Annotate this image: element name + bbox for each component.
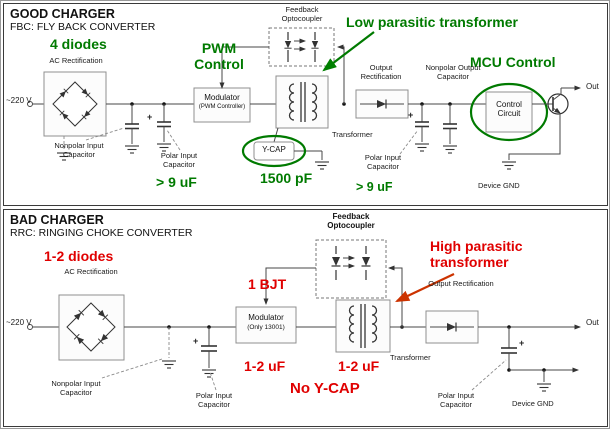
transformer-symbol <box>275 75 329 129</box>
low-parasitic-arrow <box>322 31 375 72</box>
modulator-sublabel-bad: (Only 13001) <box>247 324 285 331</box>
good-panel-subtitle: FBC: FLY BACK CONVERTER <box>10 21 156 33</box>
polar-input-cap-label-bad: Polar Input Capacitor <box>195 391 233 409</box>
mcu-highlight-ellipse <box>469 82 549 142</box>
annotation-input-cap-value-good: > 9 uF <box>156 174 197 190</box>
annotation-output-cap-value-bad: 1-2 uF <box>338 358 380 374</box>
device-gnd-label-bad: Device GND <box>512 399 554 408</box>
output-capacitor: + <box>471 325 579 392</box>
annotation-mcu-control: MCU Control <box>470 54 556 70</box>
transformer-label-bad: Transformer <box>390 353 431 362</box>
input-terminal <box>27 324 59 330</box>
input-capacitors: + <box>85 102 181 154</box>
good-circuit-diagram: + <box>27 27 581 170</box>
annotation-diode-count-bad: 1-2 diodes <box>44 248 114 264</box>
modulator-label-bad: Modulator <box>248 313 284 322</box>
output-transistor <box>501 85 581 170</box>
y-cap-symbol <box>253 127 330 170</box>
bridge-rectifier <box>43 71 107 161</box>
annotation-pwm-control: PWM Control <box>194 40 244 73</box>
out-label-bad: Out <box>586 318 599 327</box>
annotation-bjt: 1 BJT <box>248 276 287 292</box>
feedback-optocoupler-label-bad: Feedback Optocoupler <box>327 212 375 231</box>
annotation-ycap-value: 1500 pF <box>260 170 313 186</box>
annotation-low-parasitic-transformer: Low parasitic transformer <box>346 14 518 30</box>
modulator-sublabel-good: (PWM Controller) <box>198 104 246 110</box>
transformer-label-good: Transformer <box>332 130 373 139</box>
input-terminal <box>27 101 44 107</box>
polar-output-cap-label-good: Polar Input Capacitor <box>364 153 402 171</box>
bad-panel-subtitle: RRC: RINGING CHOKE CONVERTER <box>10 227 193 239</box>
annotation-diode-count-good: 4 diodes <box>50 36 107 52</box>
modulator-label-good: Modulator <box>204 93 240 102</box>
polar-output-cap-label-bad: Polar Input Capacitor <box>437 391 475 409</box>
bridge-rectifier <box>58 294 125 361</box>
polarity-plus: + <box>408 110 413 120</box>
output-rectifier-symbol <box>355 89 409 119</box>
output-rectifier-symbol <box>425 310 479 344</box>
modulator-box <box>235 306 297 344</box>
good-charger-panel: + <box>3 3 608 206</box>
bad-panel-title: BAD CHARGER <box>10 213 104 227</box>
high-parasitic-arrow <box>395 273 455 302</box>
feedback-wiring <box>219 44 346 106</box>
polarity-plus: + <box>147 112 152 122</box>
ycap-label: Y-CAP <box>262 145 286 154</box>
annotation-high-parasitic-transformer: High parasitic transformer <box>430 238 523 271</box>
input-voltage-label-good: ~220 V <box>6 96 32 105</box>
ac-rectification-label-bad: AC Rectification <box>64 267 118 276</box>
bad-circuit-diagram: + <box>27 239 581 392</box>
annotation-output-cap-value-good: > 9 uF <box>356 180 393 194</box>
ycap-highlight-ellipse <box>241 134 307 168</box>
feedback-optocoupler-label-good: Feedback Optocoupler <box>281 5 323 23</box>
transformer-symbol <box>335 299 391 353</box>
annotation-no-ycap: No Y-CAP <box>290 380 360 397</box>
feedback-optocoupler-symbol <box>268 27 335 67</box>
good-panel-title: GOOD CHARGER <box>10 7 115 21</box>
ac-rectification-label-good: AC Rectification <box>49 56 103 65</box>
output-rectification-label-bad: Output Rectification <box>428 279 494 288</box>
out-label-good: Out <box>586 82 599 91</box>
polarity-plus: + <box>519 338 524 348</box>
input-voltage-label-bad: ~220 V <box>6 318 32 327</box>
bad-charger-panel: + <box>3 209 608 427</box>
feedback-optocoupler-symbol <box>315 239 387 299</box>
polarity-plus: + <box>193 336 198 346</box>
feedback-wiring <box>263 265 404 329</box>
nonpolar-output-cap-label: Nonpolar Output Capacitor <box>425 63 481 81</box>
output-capacitors: + <box>399 102 458 155</box>
modulator-box <box>193 87 251 123</box>
polar-input-cap-label-good: Polar Input Capacitor <box>160 151 198 169</box>
device-gnd-label-good: Device GND <box>478 181 520 190</box>
nonpolar-input-cap-label-bad: Nonpolar Input Capacitor <box>51 379 101 397</box>
annotation-input-cap-value-bad: 1-2 uF <box>244 358 286 374</box>
control-circuit-box <box>485 91 533 133</box>
input-capacitors: + <box>101 325 217 391</box>
control-circuit-label: Control Circuit <box>496 100 522 119</box>
nonpolar-input-cap-label-good: Nonpolar Input Capacitor <box>54 141 104 159</box>
output-rectification-label-good: Output Rectification <box>360 63 402 81</box>
